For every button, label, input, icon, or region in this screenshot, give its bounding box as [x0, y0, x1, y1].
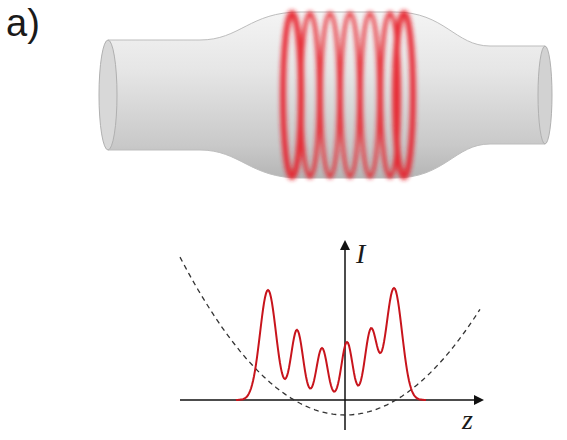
whispering-gallery-rings: [283, 13, 413, 177]
intensity-curve: [236, 288, 426, 400]
axis-label: z: [462, 406, 473, 434]
potential-parabola: [180, 257, 480, 415]
fiber-end-face: [99, 40, 117, 150]
light-ring: [301, 13, 319, 177]
panel-label: a): [6, 4, 40, 42]
light-ring: [321, 13, 339, 177]
axis-label: I: [356, 240, 365, 268]
axis-i: [344, 242, 346, 430]
fiber-end-face: [538, 46, 552, 144]
light-ring: [361, 13, 379, 177]
axis-z: [180, 399, 482, 401]
light-ring: [395, 13, 413, 177]
light-ring: [283, 13, 301, 177]
fiber-bottle: [108, 12, 545, 178]
light-ring: [341, 13, 359, 177]
